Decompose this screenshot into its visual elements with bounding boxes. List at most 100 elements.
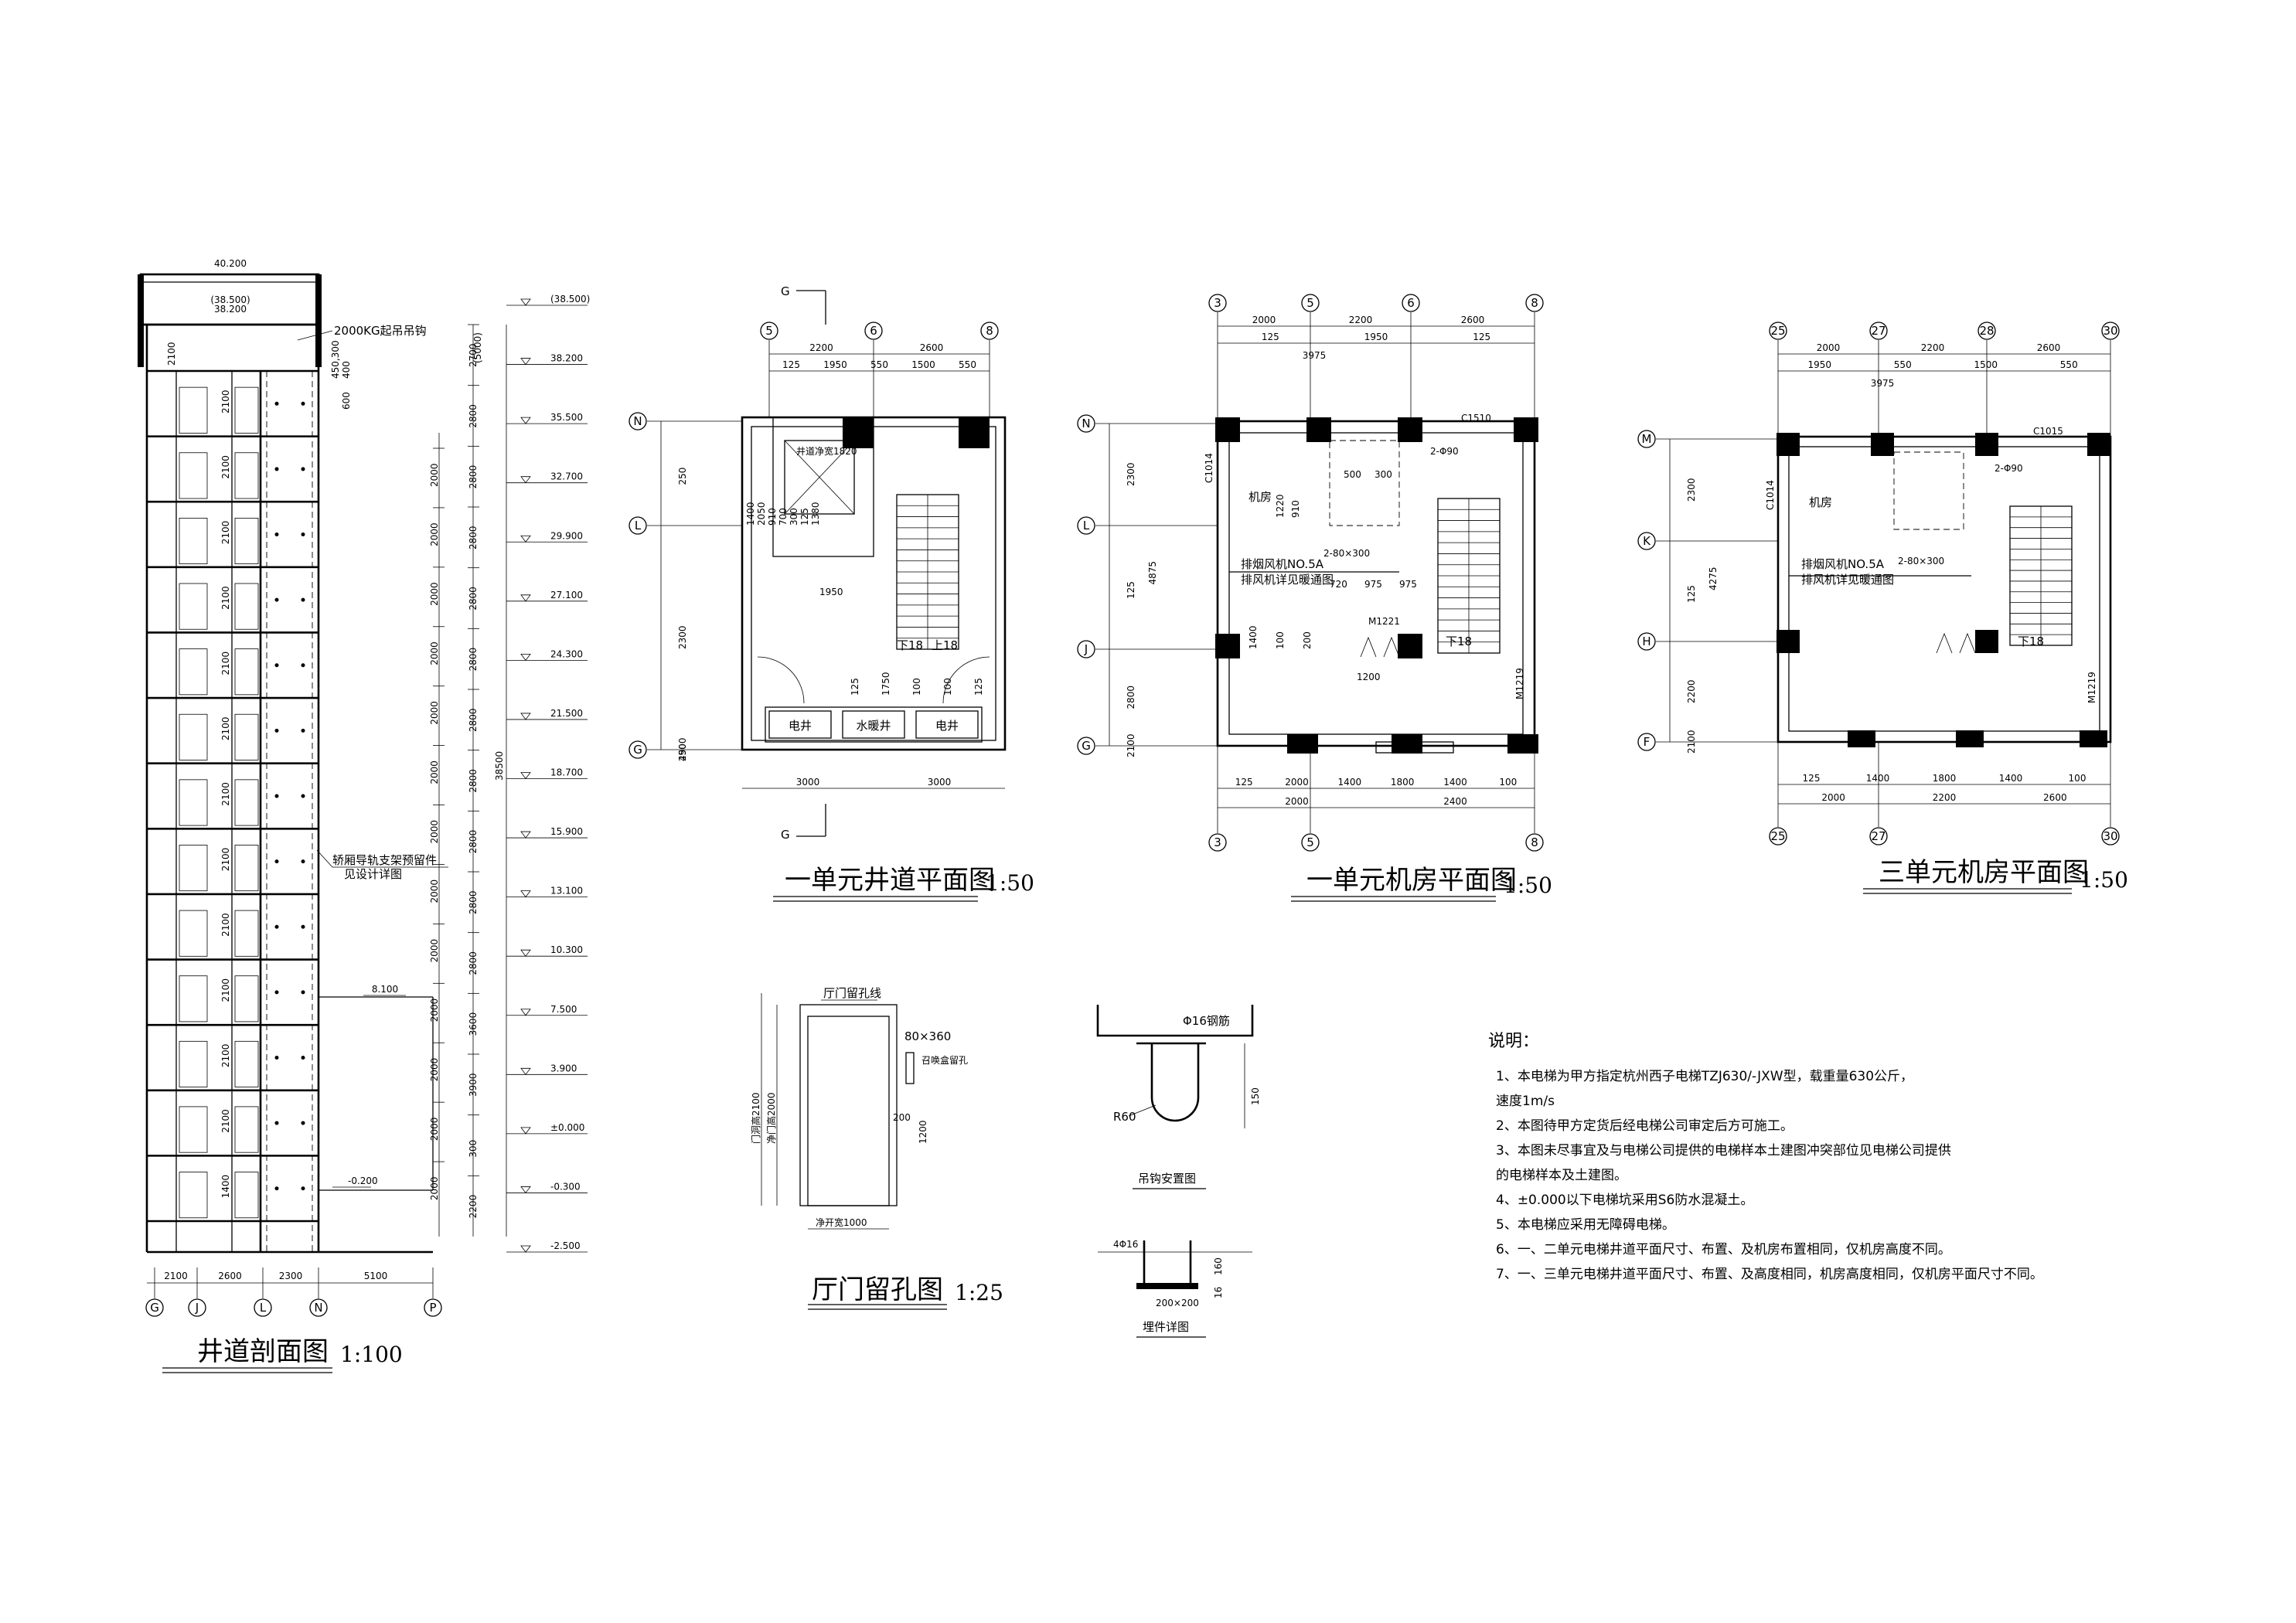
plan1-grid-left-dim-2: 250 bbox=[677, 743, 688, 761]
plan2-grid-top-axis-5: 5 bbox=[1301, 294, 1320, 312]
plan2-stair: 下18 bbox=[1446, 635, 1472, 648]
plan2-grid-top-axis-3: 3 bbox=[1208, 294, 1227, 312]
plan3-grid-left-dim-1: 125 bbox=[1686, 585, 1697, 603]
shaft-section: 40.200 (38.500) 38.200 2000KG起吊吊钩 2100 4… bbox=[138, 258, 590, 1373]
section-bottom-dim-2: 2300 bbox=[279, 1271, 303, 1281]
plan1-grid-top-dim2-1: 1950 bbox=[823, 359, 847, 370]
plan1-stair-up: 上18 bbox=[932, 638, 958, 652]
plan1-grid-left-axis-N-label: N bbox=[633, 414, 642, 428]
plan2-grid-top-dim2-1: 1950 bbox=[1364, 332, 1388, 342]
plan1-section-mark-top: G bbox=[781, 284, 790, 298]
door-scale: 1:25 bbox=[955, 1280, 1003, 1305]
section-axis-N-label: N bbox=[314, 1301, 322, 1315]
section-shaft-note-2: 见设计详图 bbox=[344, 867, 402, 881]
plan2-door: M1221 bbox=[1368, 616, 1400, 627]
note-line-8: 7、一、三单元电梯井道平面尺寸、布置、及高度相同，机房高度相同，仅机房平面尺寸不… bbox=[1496, 1267, 2043, 1282]
plan3-grid-top-dim-2: 2600 bbox=[2037, 342, 2061, 353]
embed-plate: 200×200 bbox=[1156, 1298, 1199, 1308]
door-height-inner: 净门高2000 bbox=[765, 1092, 777, 1144]
plan3-grid-left-axis-F: F bbox=[1637, 733, 1656, 751]
section-left-dim-10: 2100 bbox=[220, 1044, 231, 1068]
plan2-grid-top-axis-6: 6 bbox=[1402, 294, 1420, 312]
embed-title: 埋件详图 bbox=[1143, 1320, 1189, 1334]
plan1-grid-left-dim-0: 250 bbox=[677, 468, 688, 485]
plan1-grid-top-dim-1: 2600 bbox=[920, 342, 944, 353]
plan3-scale: 1:50 bbox=[2080, 867, 2128, 893]
plan2-grid-bot-dim1-1: 2000 bbox=[1285, 777, 1309, 788]
plan2-grid-bottom-axis-3-label: 3 bbox=[1214, 835, 1221, 849]
plan1-grid-top-axis-5: 5 bbox=[760, 322, 778, 340]
section-level-6: 24.300 bbox=[550, 648, 583, 659]
door-side-dim2: 1200 bbox=[918, 1120, 928, 1144]
plan3-grid-top-dim3: 3975 bbox=[1871, 378, 1895, 389]
plan2-mid-dim-7: 1200 bbox=[1357, 672, 1381, 682]
plan2-grid-bot-dim2-0: 2000 bbox=[1285, 796, 1309, 807]
plan3-grid-bot-dim1-4: 100 bbox=[2069, 773, 2086, 784]
section-door-dim-0: 2000 bbox=[429, 463, 440, 487]
section-axis-G: G bbox=[145, 1298, 164, 1317]
note-line-6: 5、本电梯应采用无障碍电梯。 bbox=[1496, 1217, 1675, 1233]
plan1-grid-top-axis-5-label: 5 bbox=[765, 324, 773, 338]
plan2-room: 机房 bbox=[1248, 490, 1272, 504]
plan3-grid-top-axis-28-label: 28 bbox=[1979, 324, 1994, 338]
section-machine-label: 2000KG起吊吊钩 bbox=[334, 324, 427, 338]
section-level-10: 13.100 bbox=[550, 886, 583, 897]
plan3-grid-bottom-axis-30: 30 bbox=[2101, 827, 2120, 846]
section-left-dim-top: 2100 bbox=[166, 342, 177, 366]
section-left-dim-3: 2100 bbox=[220, 586, 231, 610]
plan2-grid-left-axis-G-label: G bbox=[1082, 739, 1091, 753]
plan1-grid-left-axis-G: G bbox=[629, 740, 647, 759]
plan2-grid-bot-dim1-0: 125 bbox=[1235, 777, 1253, 788]
plan2-grid-bot-dim1-2: 1400 bbox=[1338, 777, 1362, 788]
section-door-dim-4: 2000 bbox=[429, 701, 440, 725]
plan3-grid-top-axis-27: 27 bbox=[1869, 322, 1888, 340]
plan1-title: 一单元井道平面图 bbox=[785, 865, 995, 896]
plan3-grid-top-dim2-3: 550 bbox=[2060, 359, 2078, 370]
plan3-grid-bot-dim1-0: 125 bbox=[1803, 773, 1821, 784]
plan3-grid-top-dim2-1: 550 bbox=[1894, 359, 1912, 370]
plan1-grid-top-dim2-2: 550 bbox=[870, 359, 888, 370]
plan1-grid-top-axis-6: 6 bbox=[864, 322, 883, 340]
plan2-grid-top-axis-3-label: 3 bbox=[1214, 296, 1221, 310]
plan2-grid-bottom-axis-3: 3 bbox=[1208, 833, 1227, 852]
plan2-grid-top-axis-5-label: 5 bbox=[1306, 296, 1314, 310]
plan2-grid-top-dim-0: 2000 bbox=[1252, 315, 1276, 325]
section-level-1: 38.200 bbox=[550, 353, 583, 364]
plan1-grid-left-axis-N: N bbox=[629, 412, 647, 430]
section-mid-level-2: -0.200 bbox=[348, 1176, 378, 1186]
plan1-bottom-dim-0: 3000 bbox=[796, 777, 820, 788]
section-total-dim: 38500 bbox=[494, 751, 505, 781]
plan3-grid-top-axis-25-label: 25 bbox=[1770, 324, 1785, 338]
section-left-dim-2: 2100 bbox=[220, 521, 231, 545]
hook-radius: R60 bbox=[1113, 1110, 1136, 1124]
section-door-dim-6: 2000 bbox=[429, 820, 440, 844]
section-roof-level-2: 38.200 bbox=[214, 304, 247, 315]
section-top-dim-2: 400 bbox=[341, 361, 352, 379]
section-door-dim-12: 2000 bbox=[429, 1177, 440, 1201]
plan2-grid-left-dim-0: 2300 bbox=[1126, 462, 1136, 486]
door-opening-detail: 厅门留孔线 80×360 召唤盒留孔 门洞高2100 净门高2000 200 1… bbox=[750, 986, 1003, 1310]
embed-detail: 4Φ16 200×200 160 16 埋件详图 bbox=[1098, 1239, 1252, 1338]
plan1-equip-1: 电井 bbox=[789, 719, 812, 733]
section-axis-L-label: L bbox=[260, 1301, 267, 1315]
hook-bar: Φ16钢筋 bbox=[1183, 1014, 1230, 1028]
plan2-window: C1510 bbox=[1461, 413, 1491, 424]
door-side-dim: 200 bbox=[893, 1112, 911, 1123]
plan3-grid-left-dim-0: 2300 bbox=[1686, 478, 1697, 502]
embed-bar: 4Φ16 bbox=[1113, 1239, 1138, 1250]
section-door-dim-9: 2000 bbox=[429, 999, 440, 1022]
section-door-dim-5: 2000 bbox=[429, 760, 440, 784]
plan3-grid-top-axis-30: 30 bbox=[2101, 322, 2120, 340]
plan1-shaft-dim-0: 1400 bbox=[745, 502, 756, 526]
section-level-16: -2.500 bbox=[550, 1240, 581, 1251]
plan1-grid-top-dim2-3: 1500 bbox=[911, 359, 935, 370]
hook-detail: Φ16钢筋 R60 150 吊钩安置图 bbox=[1096, 1005, 1261, 1189]
plan2-mid-dim-8: 1400 bbox=[1248, 625, 1259, 649]
plan2-grid-left-dim-3: 2100 bbox=[1126, 733, 1136, 757]
plan2-grid-bottom-axis-8-label: 8 bbox=[1531, 835, 1538, 849]
section-axis-J-label: J bbox=[195, 1301, 199, 1315]
section-level-15: -0.300 bbox=[550, 1181, 581, 1192]
section-top-dim-3: 600 bbox=[341, 392, 352, 410]
door-slot-note: 召唤盒留孔 bbox=[921, 1054, 968, 1066]
embed-dim1: 160 bbox=[1213, 1257, 1224, 1275]
